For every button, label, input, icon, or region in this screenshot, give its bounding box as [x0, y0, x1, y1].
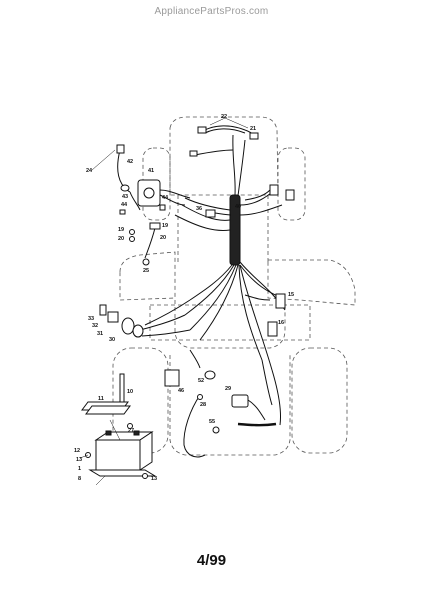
callouts: 22 21 24 42 41 43 44 44 36 40 19 19 20 2… — [74, 114, 294, 482]
deck-right-outline — [267, 259, 356, 306]
callout-25: 25 — [143, 268, 149, 274]
ignition-connector — [116, 144, 125, 154]
callout-12: 12 — [74, 448, 80, 454]
seat-switch-assembly — [244, 293, 286, 337]
callout-16: 16 — [278, 320, 284, 326]
main-harness — [139, 134, 286, 426]
bracket-19 — [149, 222, 161, 230]
callout-11: 11 — [98, 396, 104, 402]
callout-21: 21 — [250, 126, 256, 132]
nut-13 — [142, 473, 148, 479]
bolt-55 — [212, 426, 220, 434]
callout-52: 52 — [198, 378, 204, 384]
headlight-harness — [189, 125, 259, 157]
headlight-plug — [189, 150, 198, 157]
callout-19b: 19 — [162, 223, 168, 229]
callout-28: 28 — [200, 402, 206, 408]
callout-55: 55 — [209, 419, 215, 425]
connector-36 — [205, 209, 216, 218]
nut-19 — [129, 229, 135, 235]
callout-43: 43 — [122, 194, 128, 200]
callout-40: 40 — [235, 204, 241, 210]
ground-strap-assembly — [129, 222, 161, 266]
headlight-connector-right — [249, 132, 259, 140]
seat-frame-outline — [149, 304, 311, 341]
battery-terminal-pos — [133, 430, 140, 436]
callout-13a: 13 — [76, 457, 82, 463]
rear-components — [164, 349, 277, 458]
deck-outline — [119, 251, 176, 301]
key-cylinder — [143, 187, 155, 199]
switch-15 — [275, 293, 286, 309]
callout-20a: 20 — [118, 236, 124, 242]
callout-41: 41 — [148, 168, 154, 174]
connector-31 — [121, 317, 135, 335]
page-number: 4/99 — [196, 552, 227, 569]
callout-32: 32 — [92, 323, 98, 329]
callout-leaders — [79, 117, 249, 486]
callout-44: 44 — [121, 202, 128, 208]
callout-30: 30 — [109, 337, 115, 343]
bolt-25 — [142, 258, 150, 266]
rear-right-wheel-outline — [291, 347, 348, 454]
callout-22: 22 — [221, 114, 227, 120]
grommet-43 — [120, 184, 130, 192]
callout-44b: 44 — [162, 195, 169, 201]
battery-rod-10 — [119, 373, 125, 403]
battery-tray — [88, 469, 157, 477]
callout-33: 33 — [88, 316, 94, 322]
washer-20 — [129, 236, 135, 242]
callout-24: 24 — [86, 168, 93, 174]
clip-44 — [119, 209, 126, 215]
callout-8: 8 — [78, 476, 81, 482]
headlight-connector-left — [197, 126, 207, 134]
callout-19a: 19 — [118, 227, 124, 233]
callout-1: 1 — [78, 466, 81, 472]
module-46 — [164, 369, 180, 387]
pto-connectors — [99, 304, 144, 338]
callout-20b: 20 — [160, 235, 166, 241]
rear-body-outline — [174, 300, 286, 349]
clip-44b — [159, 204, 166, 211]
watermark: AppliancePartsPros.com — [154, 6, 269, 17]
battery-terminal-neg — [105, 430, 112, 436]
fuse-holder — [269, 184, 279, 196]
callout-27: 27 — [128, 428, 134, 434]
callout-31: 31 — [97, 331, 103, 337]
solenoid-29 — [231, 394, 249, 408]
front-left-wheel-outline — [142, 147, 171, 221]
connector-33 — [99, 304, 107, 316]
battery-side — [139, 431, 153, 471]
callout-42: 42 — [127, 159, 133, 165]
callout-15: 15 — [288, 292, 294, 298]
callout-10: 10 — [127, 389, 133, 395]
connector-32 — [107, 311, 119, 323]
battery-strap — [85, 405, 131, 415]
connector-30 — [132, 324, 144, 338]
harness-connectors — [205, 209, 232, 218]
battery — [95, 439, 141, 471]
lamp-52 — [204, 370, 216, 380]
right-switch-cluster — [244, 184, 295, 201]
rear-left-wheel-outline — [112, 347, 169, 454]
callout-36: 36 — [196, 206, 202, 212]
hood-outline — [169, 116, 279, 196]
battery-assembly — [81, 373, 220, 479]
nut-27 — [127, 423, 133, 429]
frame-outline — [177, 195, 269, 265]
callout-46: 46 — [178, 388, 184, 394]
callout-29: 29 — [225, 386, 231, 392]
front-right-wheel-outline — [277, 147, 306, 221]
ignition-switch-assembly — [116, 144, 191, 215]
terminal-28 — [197, 394, 203, 400]
callout-13b: 13 — [151, 476, 157, 482]
switch-16 — [267, 321, 278, 337]
relay — [285, 189, 295, 201]
tractor-outline — [112, 116, 356, 456]
